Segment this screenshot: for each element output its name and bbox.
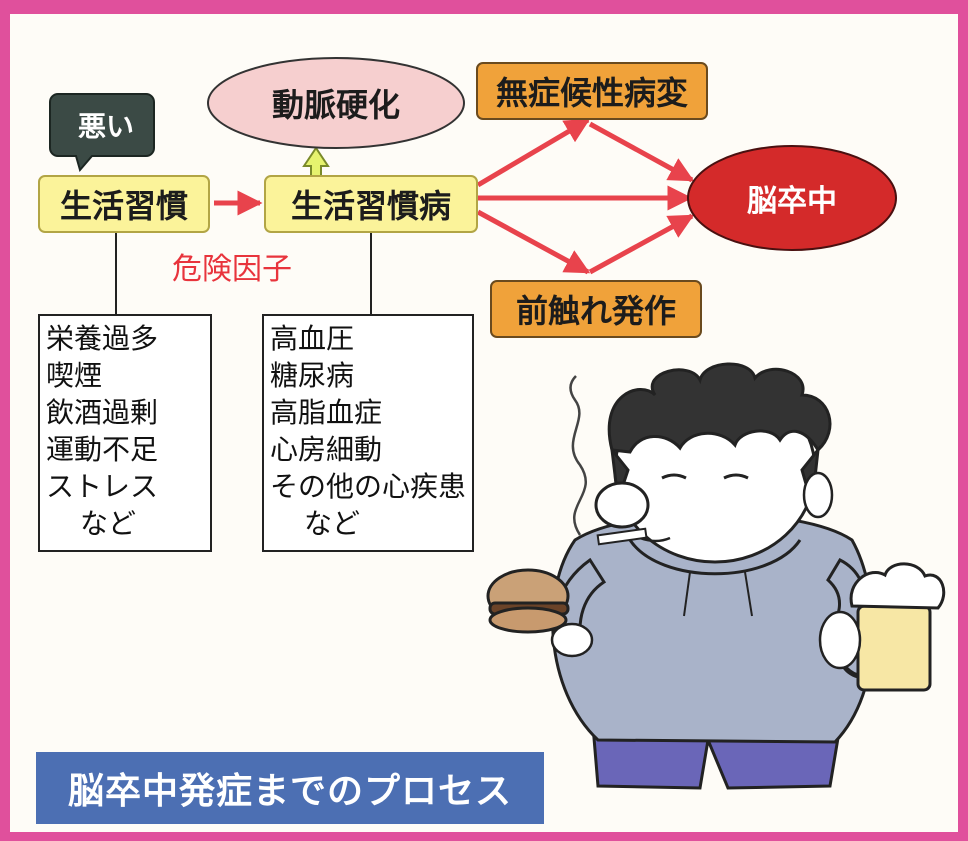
- up-arrow: [302, 146, 330, 177]
- list-item: 糖尿病: [270, 359, 355, 392]
- caption-bar: 脳卒中発症までのプロセス: [36, 752, 544, 824]
- list-item: 飲酒過剰: [46, 396, 159, 429]
- bubble-bad: [49, 93, 155, 173]
- list-item-etc: など: [304, 507, 361, 540]
- warning-attack-box: 前触れ発作: [490, 280, 702, 338]
- arrow-asymptomatic-to-stroke: [588, 121, 695, 183]
- disease-list: 高血圧 糖尿病 高脂血症 心房細動 その他の心疾患 など: [262, 314, 474, 552]
- list-item: 心房細動: [270, 433, 383, 466]
- arteriosclerosis-label: 動脈硬化: [271, 86, 400, 124]
- arrow-disease-to-warning: [476, 209, 591, 275]
- list-item: 高脂血症: [270, 396, 383, 429]
- arrow-warning-to-stroke: [588, 213, 695, 275]
- bubble-bad-label: 悪い: [77, 110, 134, 143]
- list-item: 運動不足: [46, 433, 159, 466]
- list-item: その他の心疾患: [270, 470, 467, 503]
- list-item: ストレス: [46, 470, 159, 503]
- lifestyle-box: 生活習慣: [38, 175, 210, 233]
- stroke-oval: [687, 145, 897, 251]
- asymptomatic-box: 無症候性病変: [476, 62, 708, 120]
- list-item: 栄養過多: [46, 322, 159, 355]
- arteriosclerosis-oval: [207, 57, 465, 149]
- lifestyle-list: 栄養過多 喫煙 飲酒過剰 運動不足 ストレス など: [38, 314, 212, 552]
- list-item: 喫煙: [46, 359, 103, 392]
- list-item-etc: など: [80, 507, 137, 540]
- stroke-label: 脳卒中: [747, 184, 837, 219]
- arrow-disease-to-asymptomatic: [476, 117, 591, 188]
- man-illustration: [486, 362, 946, 790]
- smoke: [569, 375, 587, 536]
- list-item: 高血圧: [270, 322, 355, 355]
- risk-factor-label: 危険因子: [172, 252, 292, 287]
- lifestyle-disease-box: 生活習慣病: [264, 175, 478, 233]
